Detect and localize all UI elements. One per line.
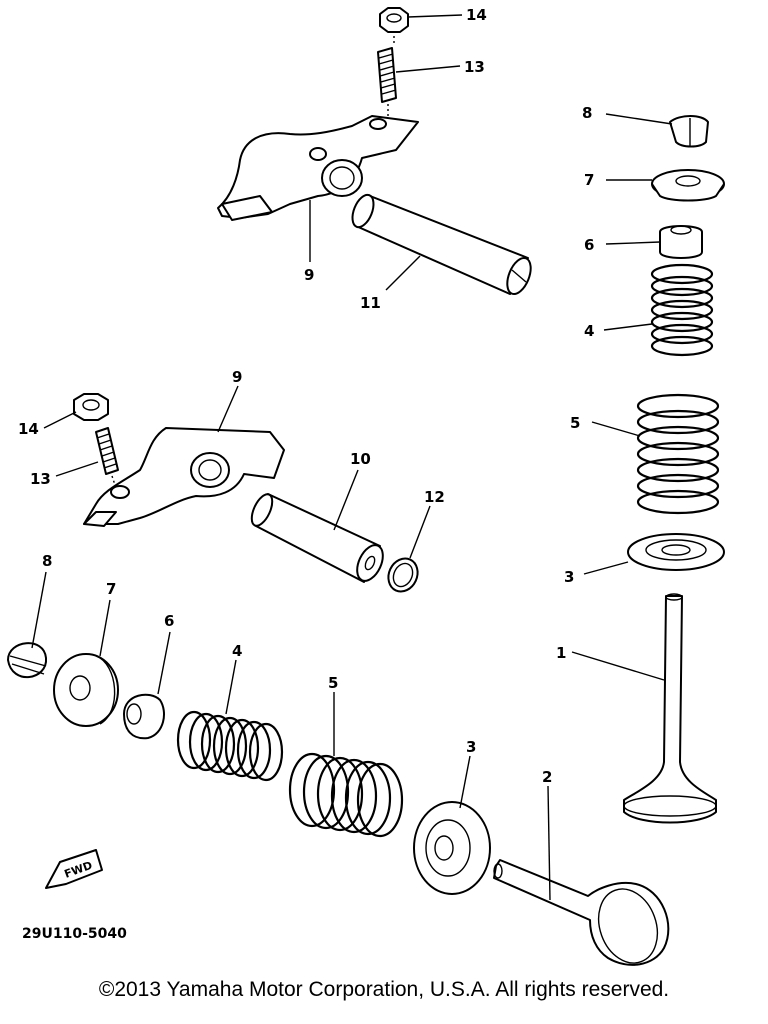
callout-5-lower: 5	[328, 674, 338, 692]
part-13-adjuster-screw-upper	[377, 47, 397, 103]
callout-12: 12	[424, 488, 445, 506]
part-5-outer-spring-right	[636, 393, 720, 515]
part-9-rocker-arm-upper	[217, 115, 419, 221]
part-8-cotter-lower	[7, 642, 48, 678]
callout-14-upper: 14	[466, 6, 487, 24]
part-3-spring-seat-lower	[413, 801, 491, 895]
callout-5-right: 5	[570, 414, 580, 432]
callout-7-right: 7	[584, 171, 594, 189]
callout-3-right: 3	[564, 568, 574, 586]
callout-13-middle: 13	[30, 470, 51, 488]
fwd-arrow-icon: FWD	[45, 849, 103, 889]
callout-4-right: 4	[584, 322, 594, 340]
callout-10: 10	[350, 450, 371, 468]
callout-8-right: 8	[582, 104, 592, 122]
callout-7-lower: 7	[106, 580, 116, 598]
part-5-outer-spring-lower	[288, 752, 404, 838]
part-3-spring-seat-right	[627, 533, 725, 571]
part-9-rocker-arm-middle	[83, 427, 285, 527]
callout-6-right: 6	[584, 236, 594, 254]
callout-labels: 14 13 9 11 8 7 6 4 5 3 1 9 14 13 10 12 8…	[18, 6, 594, 786]
callout-8-lower: 8	[42, 552, 52, 570]
callout-14-middle: 14	[18, 420, 39, 438]
callout-11: 11	[360, 294, 381, 312]
part-4-inner-spring-right	[650, 263, 714, 357]
part-13-adjuster-screw-middle	[95, 427, 119, 475]
callout-4-lower: 4	[232, 642, 242, 660]
callout-6-lower: 6	[164, 612, 174, 630]
part-2-valve-lower	[493, 859, 670, 966]
part-1-valve-right	[623, 593, 717, 824]
upper-rocker-assembly	[217, 7, 532, 296]
right-valve-stack	[571, 113, 725, 824]
callout-3-lower: 3	[466, 738, 476, 756]
callout-9-upper: 9	[304, 266, 314, 284]
middle-rocker-assembly	[43, 385, 431, 593]
part-6-stem-seal-lower	[123, 693, 165, 740]
part-8-cotter-right	[669, 115, 709, 148]
diagram-code: 29U110-5040	[22, 926, 127, 942]
part-12-o-ring	[387, 557, 419, 593]
part-6-stem-seal-right	[659, 225, 703, 259]
callout-13-upper: 13	[464, 58, 485, 76]
part-14-nut-middle	[73, 393, 109, 421]
part-7-retainer-right	[651, 169, 725, 202]
callout-1: 1	[556, 644, 566, 662]
copyright-notice: ©2013 Yamaha Motor Corporation, U.S.A. A…	[98, 978, 670, 1001]
callout-9-middle: 9	[232, 368, 242, 386]
callout-2: 2	[542, 768, 552, 786]
part-7-retainer-lower	[53, 653, 119, 727]
part-10-rocker-shaft	[250, 493, 384, 583]
part-11-rocker-shaft	[351, 193, 532, 296]
part-14-nut-upper	[379, 7, 409, 33]
part-4-inner-spring-lower	[176, 710, 284, 782]
lower-valve-parts	[7, 571, 670, 966]
